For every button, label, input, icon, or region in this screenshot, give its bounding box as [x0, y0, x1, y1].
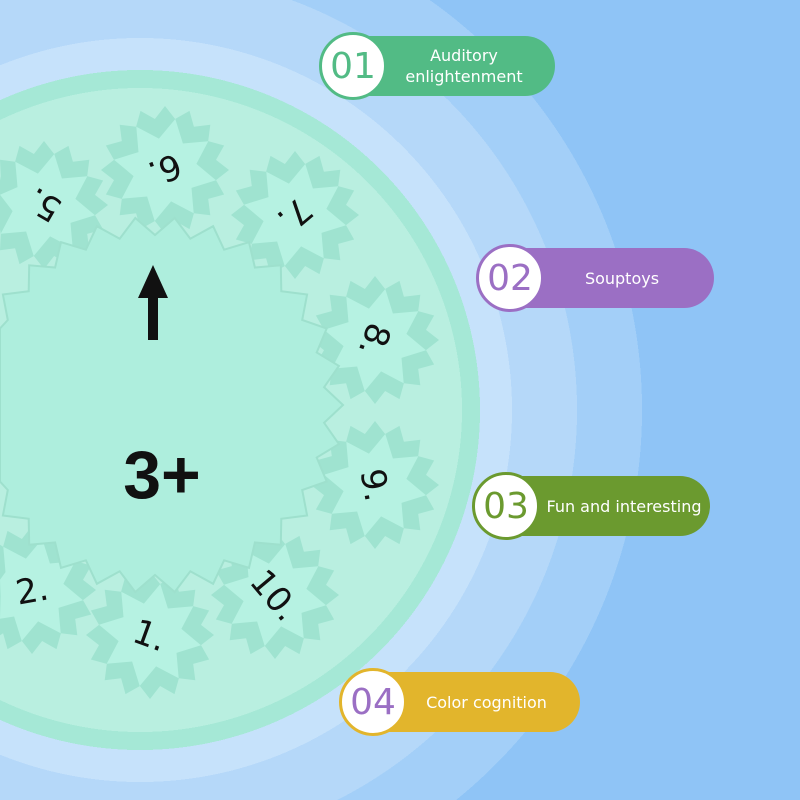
feature-02: 02 Souptoys: [476, 244, 714, 312]
gear-star: [114, 119, 216, 221]
number-gear: 8.: [311, 276, 439, 404]
feature-01: 01 Auditory enlightenment: [319, 32, 555, 100]
feature-number: 01: [319, 32, 387, 100]
center-gear: [0, 216, 345, 594]
number-gear: 10.: [211, 531, 339, 659]
number-gear: 1.: [86, 571, 214, 699]
gear-number: 2.: [13, 568, 52, 613]
gear-star: [244, 164, 346, 266]
feature-number: 02: [476, 244, 544, 312]
feature-label: Color cognition: [426, 692, 547, 712]
feature-number: 03: [472, 472, 540, 540]
age-label: 3+: [123, 437, 201, 513]
number-gear: 7.: [231, 151, 359, 279]
gear-star: [224, 544, 326, 646]
arrow-up-icon: [138, 265, 168, 340]
gear-star: [99, 584, 201, 686]
feature-label: Fun and interesting: [546, 496, 702, 516]
feature-label: Auditory enlightenment: [405, 46, 523, 86]
gear-number: 9.: [352, 466, 397, 505]
feature-label: Souptoys: [584, 268, 660, 288]
feature-04: 04 Color cognition: [339, 668, 580, 736]
gear-star: [0, 154, 95, 256]
feature-03: 03 Fun and interesting: [472, 472, 710, 540]
number-gear: 6.: [101, 106, 229, 234]
gear-star: [324, 289, 426, 391]
gear-star: [324, 434, 426, 536]
feature-number: 04: [339, 668, 407, 736]
number-gear: 5.: [0, 141, 108, 269]
number-gear: 9.: [311, 421, 439, 549]
